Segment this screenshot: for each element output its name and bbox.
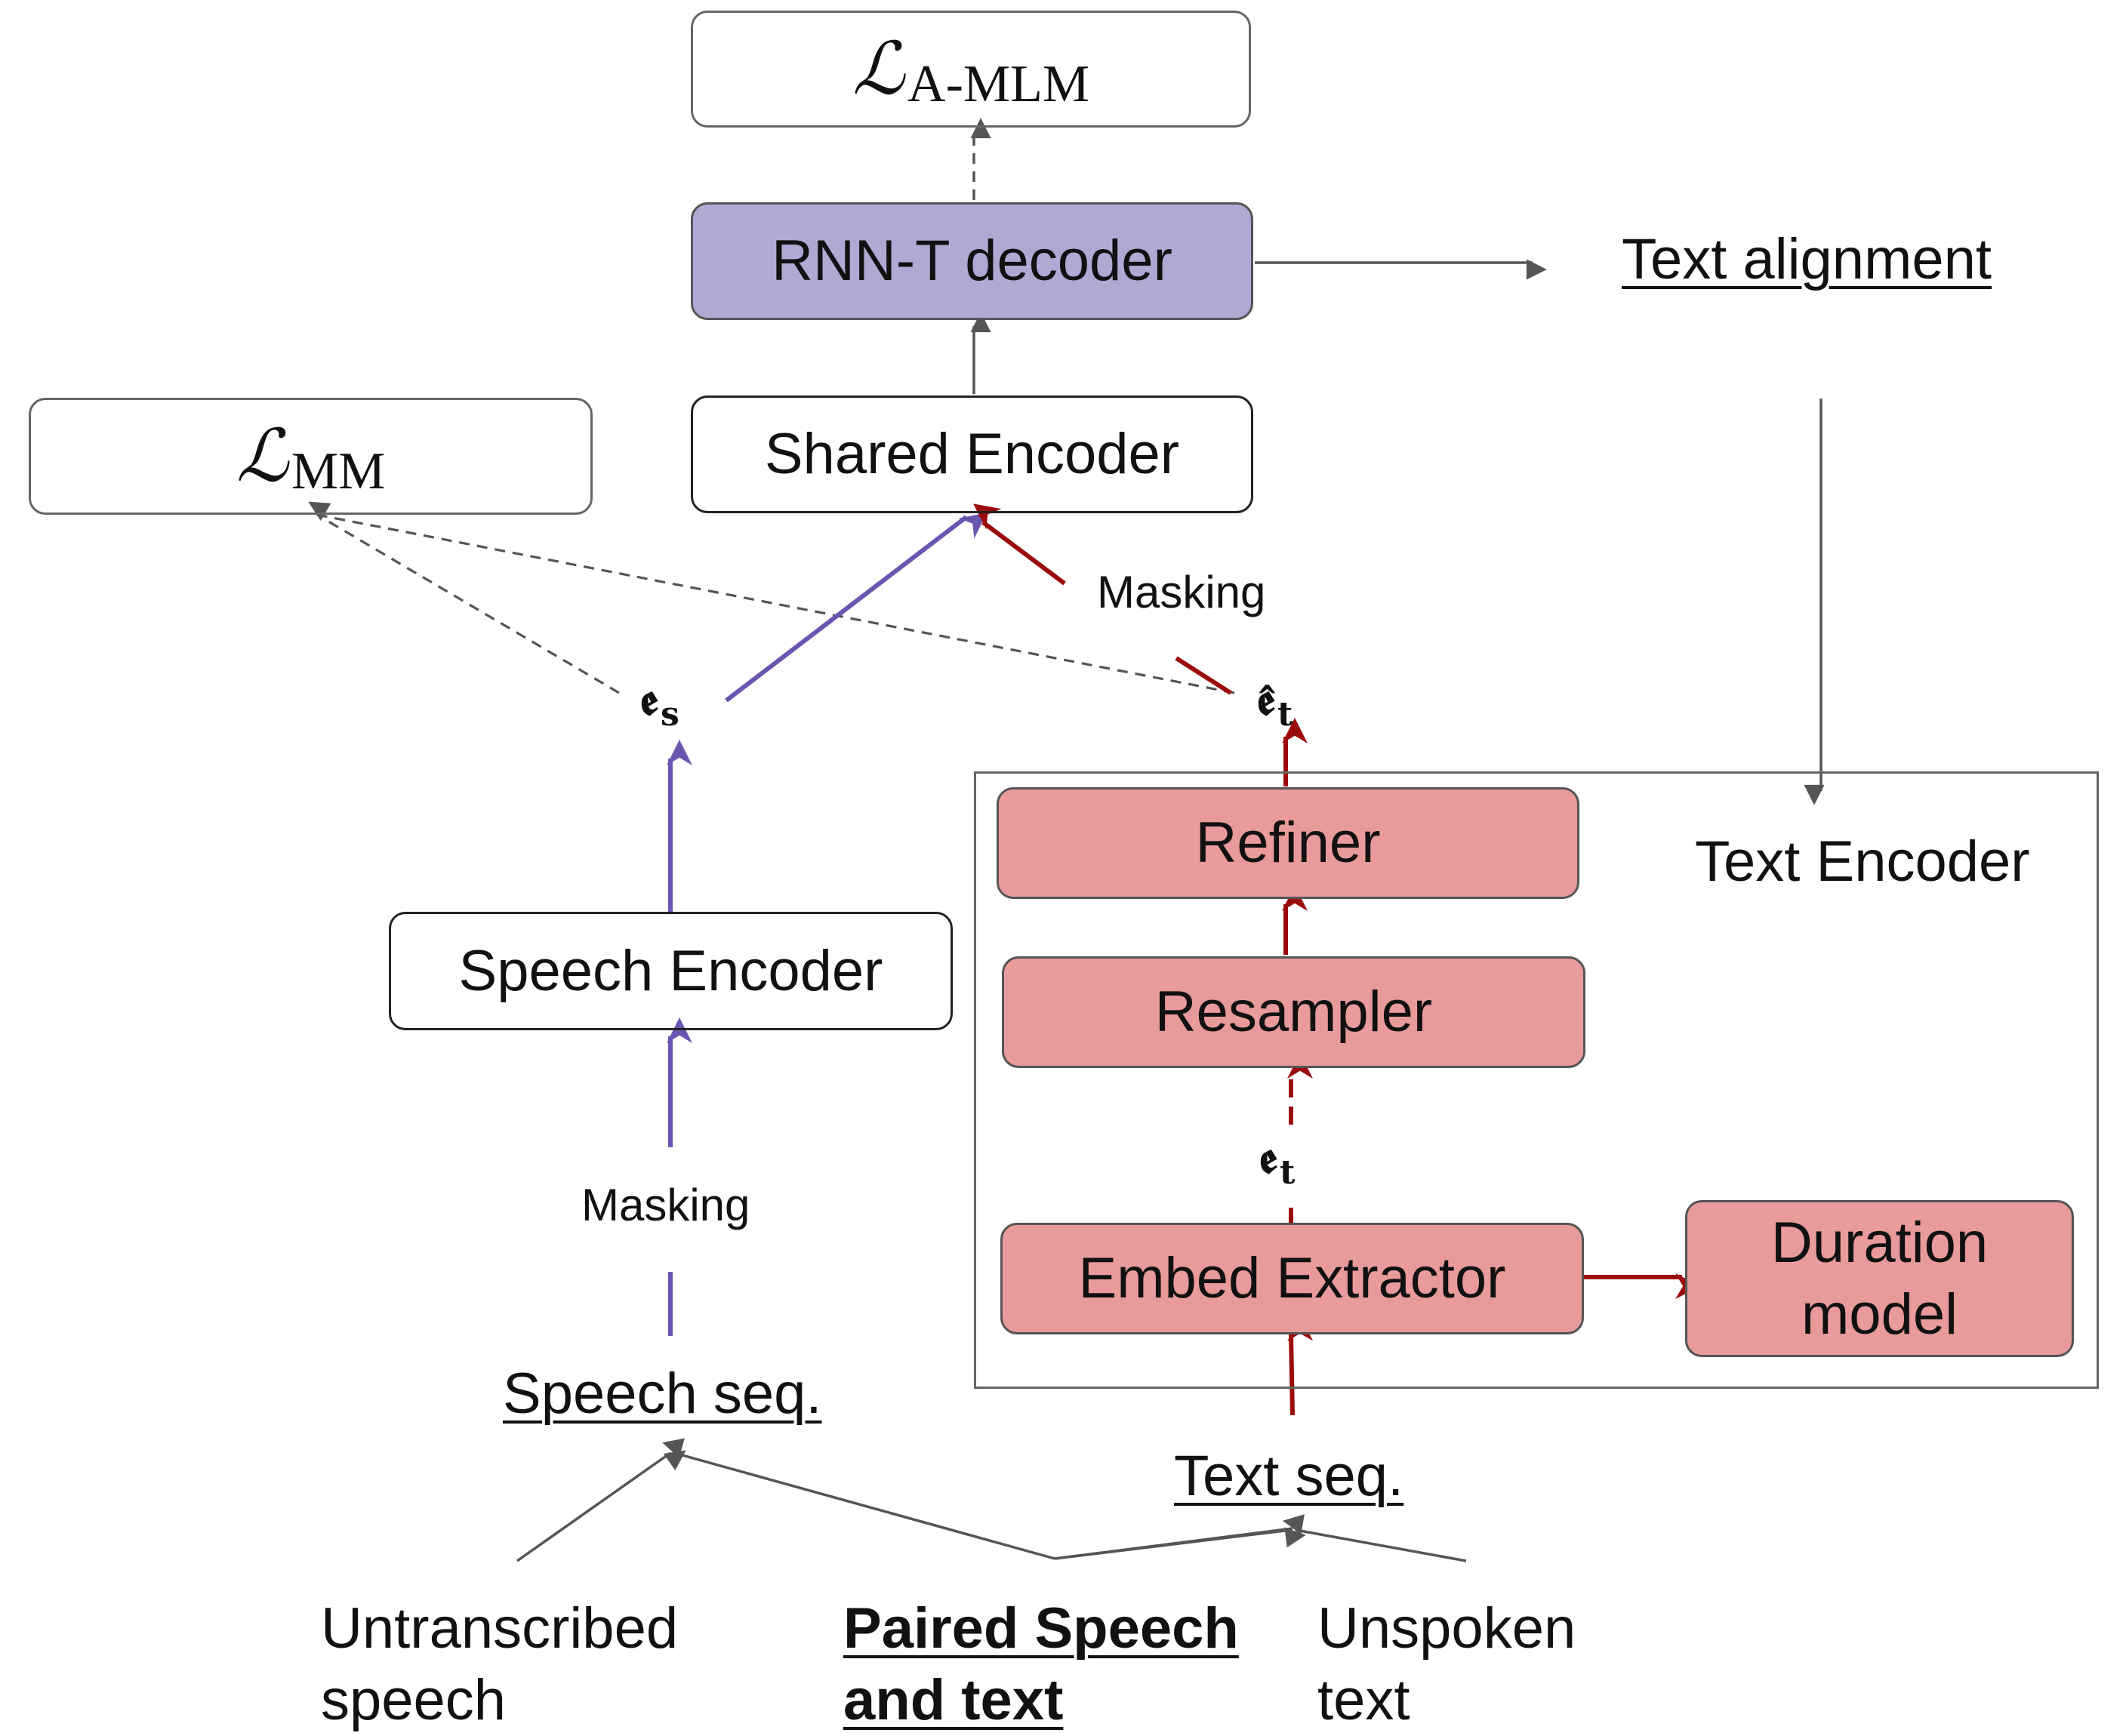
text-encoder-label: Text Encoder (1695, 830, 2030, 894)
et-hat-symbol: 𝖊̂t (1257, 674, 1293, 734)
duration-model-line1: Duration (1770, 1211, 1989, 1275)
paired-line2: and text (843, 1668, 1064, 1732)
es-to-mm-dashed (308, 501, 620, 694)
untranscribed-speech-label: Untranscribed speech (321, 1593, 678, 1736)
unspoken-line2: text (1317, 1668, 1410, 1732)
text-seq-label: Text seq. (1174, 1444, 1404, 1508)
masking-label-top: Masking (1097, 567, 1266, 617)
mm-loss-subscript: MM (291, 442, 386, 500)
speech-encoder-box: Speech Encoder (389, 912, 953, 1030)
text-alignment-label: Text alignment (1622, 227, 1992, 291)
es-symbol-base: 𝖊 (640, 674, 658, 725)
paired-speech-text-label: Paired Speech and text (843, 1593, 1239, 1736)
es-to-shared-arrow (725, 512, 988, 703)
et-hat-symbol-base: 𝖊̂ (1257, 674, 1274, 725)
speech-seq-label: Speech seq. (503, 1362, 822, 1426)
es-symbol-subscript: s (660, 695, 679, 734)
unspoken-text-label: Unspoken text (1317, 1593, 1576, 1736)
paired-line1: Paired Speech (843, 1596, 1239, 1661)
paired-to-text-seq-arrow (1054, 1527, 1306, 1560)
et-hat-symbol-subscript: t (1277, 695, 1293, 734)
shared-encoder-box: Shared Encoder (691, 396, 1253, 513)
et-symbol-base: 𝖊 (1259, 1132, 1277, 1183)
untranscribed-line2: speech (321, 1668, 507, 1732)
unspoken-line1: Unspoken (1317, 1596, 1576, 1661)
resampler-box: Resampler (1002, 956, 1585, 1068)
text-seq-to-embed-extractor-arrow (1287, 1315, 1314, 1416)
loss-script-l: ℒ (236, 413, 288, 498)
unspoken-to-text-seq-arrow (1283, 1514, 1467, 1562)
amlm-loss-subscript: A-MLM (907, 54, 1090, 113)
et-symbol-subscript: t (1279, 1153, 1296, 1192)
duration-model-box: Duration model (1685, 1200, 2074, 1357)
untranscribed-line1: Untranscribed (321, 1596, 679, 1661)
masking-label-bottom: Masking (581, 1180, 750, 1230)
et-hat-to-shared-arrow-tail (1175, 656, 1232, 695)
refiner-box: Refiner (997, 787, 1579, 899)
untranscribed-to-speech-seq-arrow (516, 1450, 686, 1562)
text-encoder-container (974, 771, 2099, 1389)
duration-model-line2: model (1801, 1282, 1958, 1347)
et-symbol: 𝖊t (1259, 1132, 1295, 1192)
rnnt-decoder-box: RNN-T decoder (691, 202, 1253, 320)
es-symbol: 𝖊s (640, 674, 679, 734)
et-hat-to-shared-arrow-head (973, 503, 1066, 586)
embed-extractor-box: Embed Extractor (1000, 1223, 1584, 1334)
loss-script-l: ℒ (852, 26, 905, 111)
paired-to-speech-seq-arrow (662, 1438, 1055, 1560)
